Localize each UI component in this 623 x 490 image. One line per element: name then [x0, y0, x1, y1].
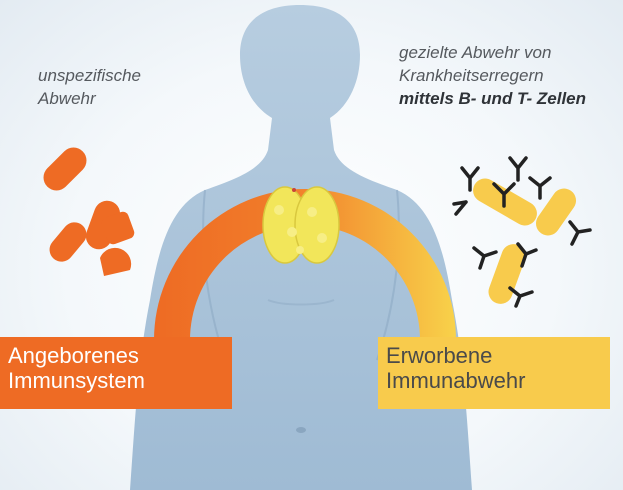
- adaptive-caption: gezielte Abwehr von Krankheitserregern m…: [399, 41, 586, 110]
- thymus-icon: [263, 187, 339, 263]
- label-line: Immunsystem: [8, 368, 232, 393]
- antibody-icon: [454, 158, 590, 306]
- label-line: Immunabwehr: [386, 368, 610, 393]
- caption-line: unspezifische: [38, 64, 141, 87]
- label-line: Angeborenes: [8, 343, 232, 368]
- bacteria-icon: [38, 142, 136, 276]
- caption-line-emphasis: mittels B- und T- Zellen: [399, 87, 586, 110]
- caption-line: Krankheitserregern: [399, 64, 586, 87]
- innate-caption: unspezifische Abwehr: [38, 64, 141, 110]
- innate-immune-system-label: Angeborenes Immunsystem: [0, 337, 232, 409]
- caption-line: Abwehr: [38, 87, 141, 110]
- bacteria-icon: [469, 174, 581, 307]
- label-line: Erworbene: [386, 343, 610, 368]
- caption-line: gezielte Abwehr von: [399, 41, 586, 64]
- adaptive-immune-defense-label: Erworbene Immunabwehr: [378, 337, 610, 409]
